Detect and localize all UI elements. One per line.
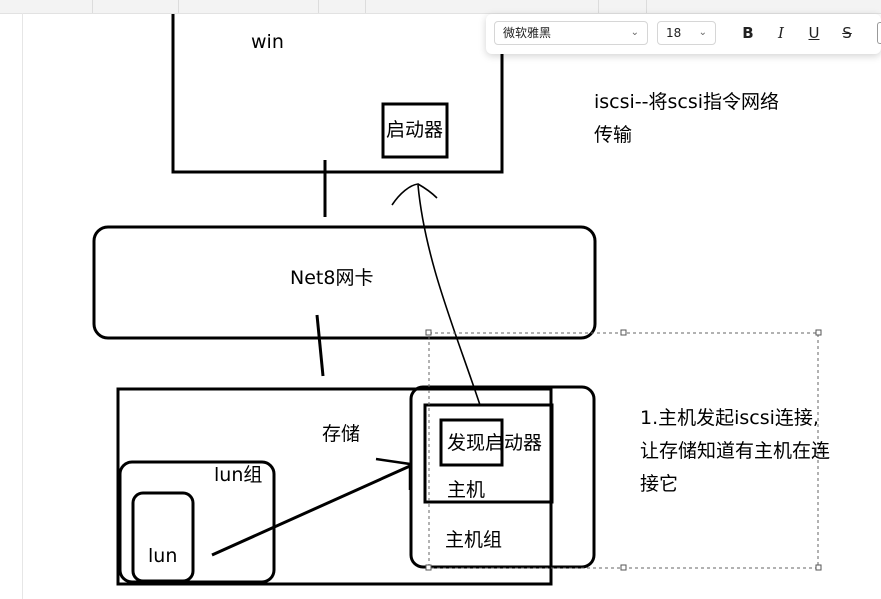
initiator-label: 启动器 — [386, 119, 444, 141]
page-margin-line — [22, 13, 23, 599]
nic-label: Net8网卡 — [290, 267, 374, 289]
discovery-curve[interactable] — [417, 184, 481, 406]
steps-note-line: 接它 — [640, 473, 679, 495]
iscsi-note-line: iscsi--将scsi指令网络 — [594, 91, 780, 113]
chevron-down-icon: ⌄ — [698, 27, 707, 38]
chevron-down-icon: ⌄ — [630, 27, 639, 38]
bold-button[interactable]: B — [742, 24, 754, 42]
discover-label: 发现启动器 — [447, 432, 543, 454]
mapping-line[interactable] — [211, 464, 411, 557]
format-toolbar: 微软雅黑 ⌄ 18 ⌄ B I U S — [486, 14, 881, 54]
steps-note: 1.主机发起iscsi连接, 让存储知道有主机在连 接它 — [640, 402, 830, 501]
storage-box[interactable] — [116, 387, 553, 586]
ribbon-divider — [646, 0, 647, 13]
italic-button[interactable]: I — [778, 24, 784, 42]
selection-handles[interactable] — [425, 329, 822, 571]
lun-box[interactable] — [131, 491, 195, 583]
steps-note-line: 让存储知道有主机在连 — [640, 440, 831, 462]
lun-group-box[interactable] — [118, 460, 276, 584]
win-box[interactable] — [171, 14, 504, 174]
mapping-arrowhead — [375, 457, 412, 490]
host-box[interactable] — [423, 403, 554, 504]
strikethrough-button[interactable]: S — [842, 24, 852, 42]
font-size-value: 18 — [666, 26, 682, 40]
discover-box[interactable] — [439, 418, 504, 467]
storage-label: 存储 — [322, 423, 361, 445]
ribbon-divider — [178, 0, 179, 13]
ribbon-strip — [0, 0, 881, 14]
ribbon-divider — [365, 0, 366, 13]
font-family-select[interactable]: 微软雅黑 ⌄ — [494, 21, 648, 45]
link-nic-storage[interactable] — [315, 314, 325, 377]
lun-group-label: lun组 — [214, 464, 263, 486]
iscsi-note-line: 传输 — [594, 124, 633, 146]
host-group-box[interactable] — [409, 385, 596, 569]
host-group-label: 主机组 — [445, 529, 503, 551]
host-label: 主机 — [447, 479, 486, 501]
steps-note-line: 1.主机发起iscsi连接, — [640, 407, 819, 429]
font-family-value: 微软雅黑 — [503, 26, 552, 40]
lun-label: lun — [148, 545, 178, 567]
ribbon-divider — [318, 0, 319, 13]
underline-button[interactable]: U — [808, 24, 820, 42]
ribbon-divider — [92, 0, 93, 13]
discovery-arrowhead — [391, 183, 438, 206]
ribbon-divider — [598, 0, 599, 13]
nic-box[interactable] — [92, 225, 597, 340]
initiator-box[interactable] — [381, 102, 449, 159]
more-options-button[interactable] — [877, 22, 881, 44]
win-label: win — [251, 31, 284, 53]
iscsi-note: iscsi--将scsi指令网络 传输 — [594, 86, 779, 152]
font-size-select[interactable]: 18 ⌄ — [657, 21, 716, 45]
